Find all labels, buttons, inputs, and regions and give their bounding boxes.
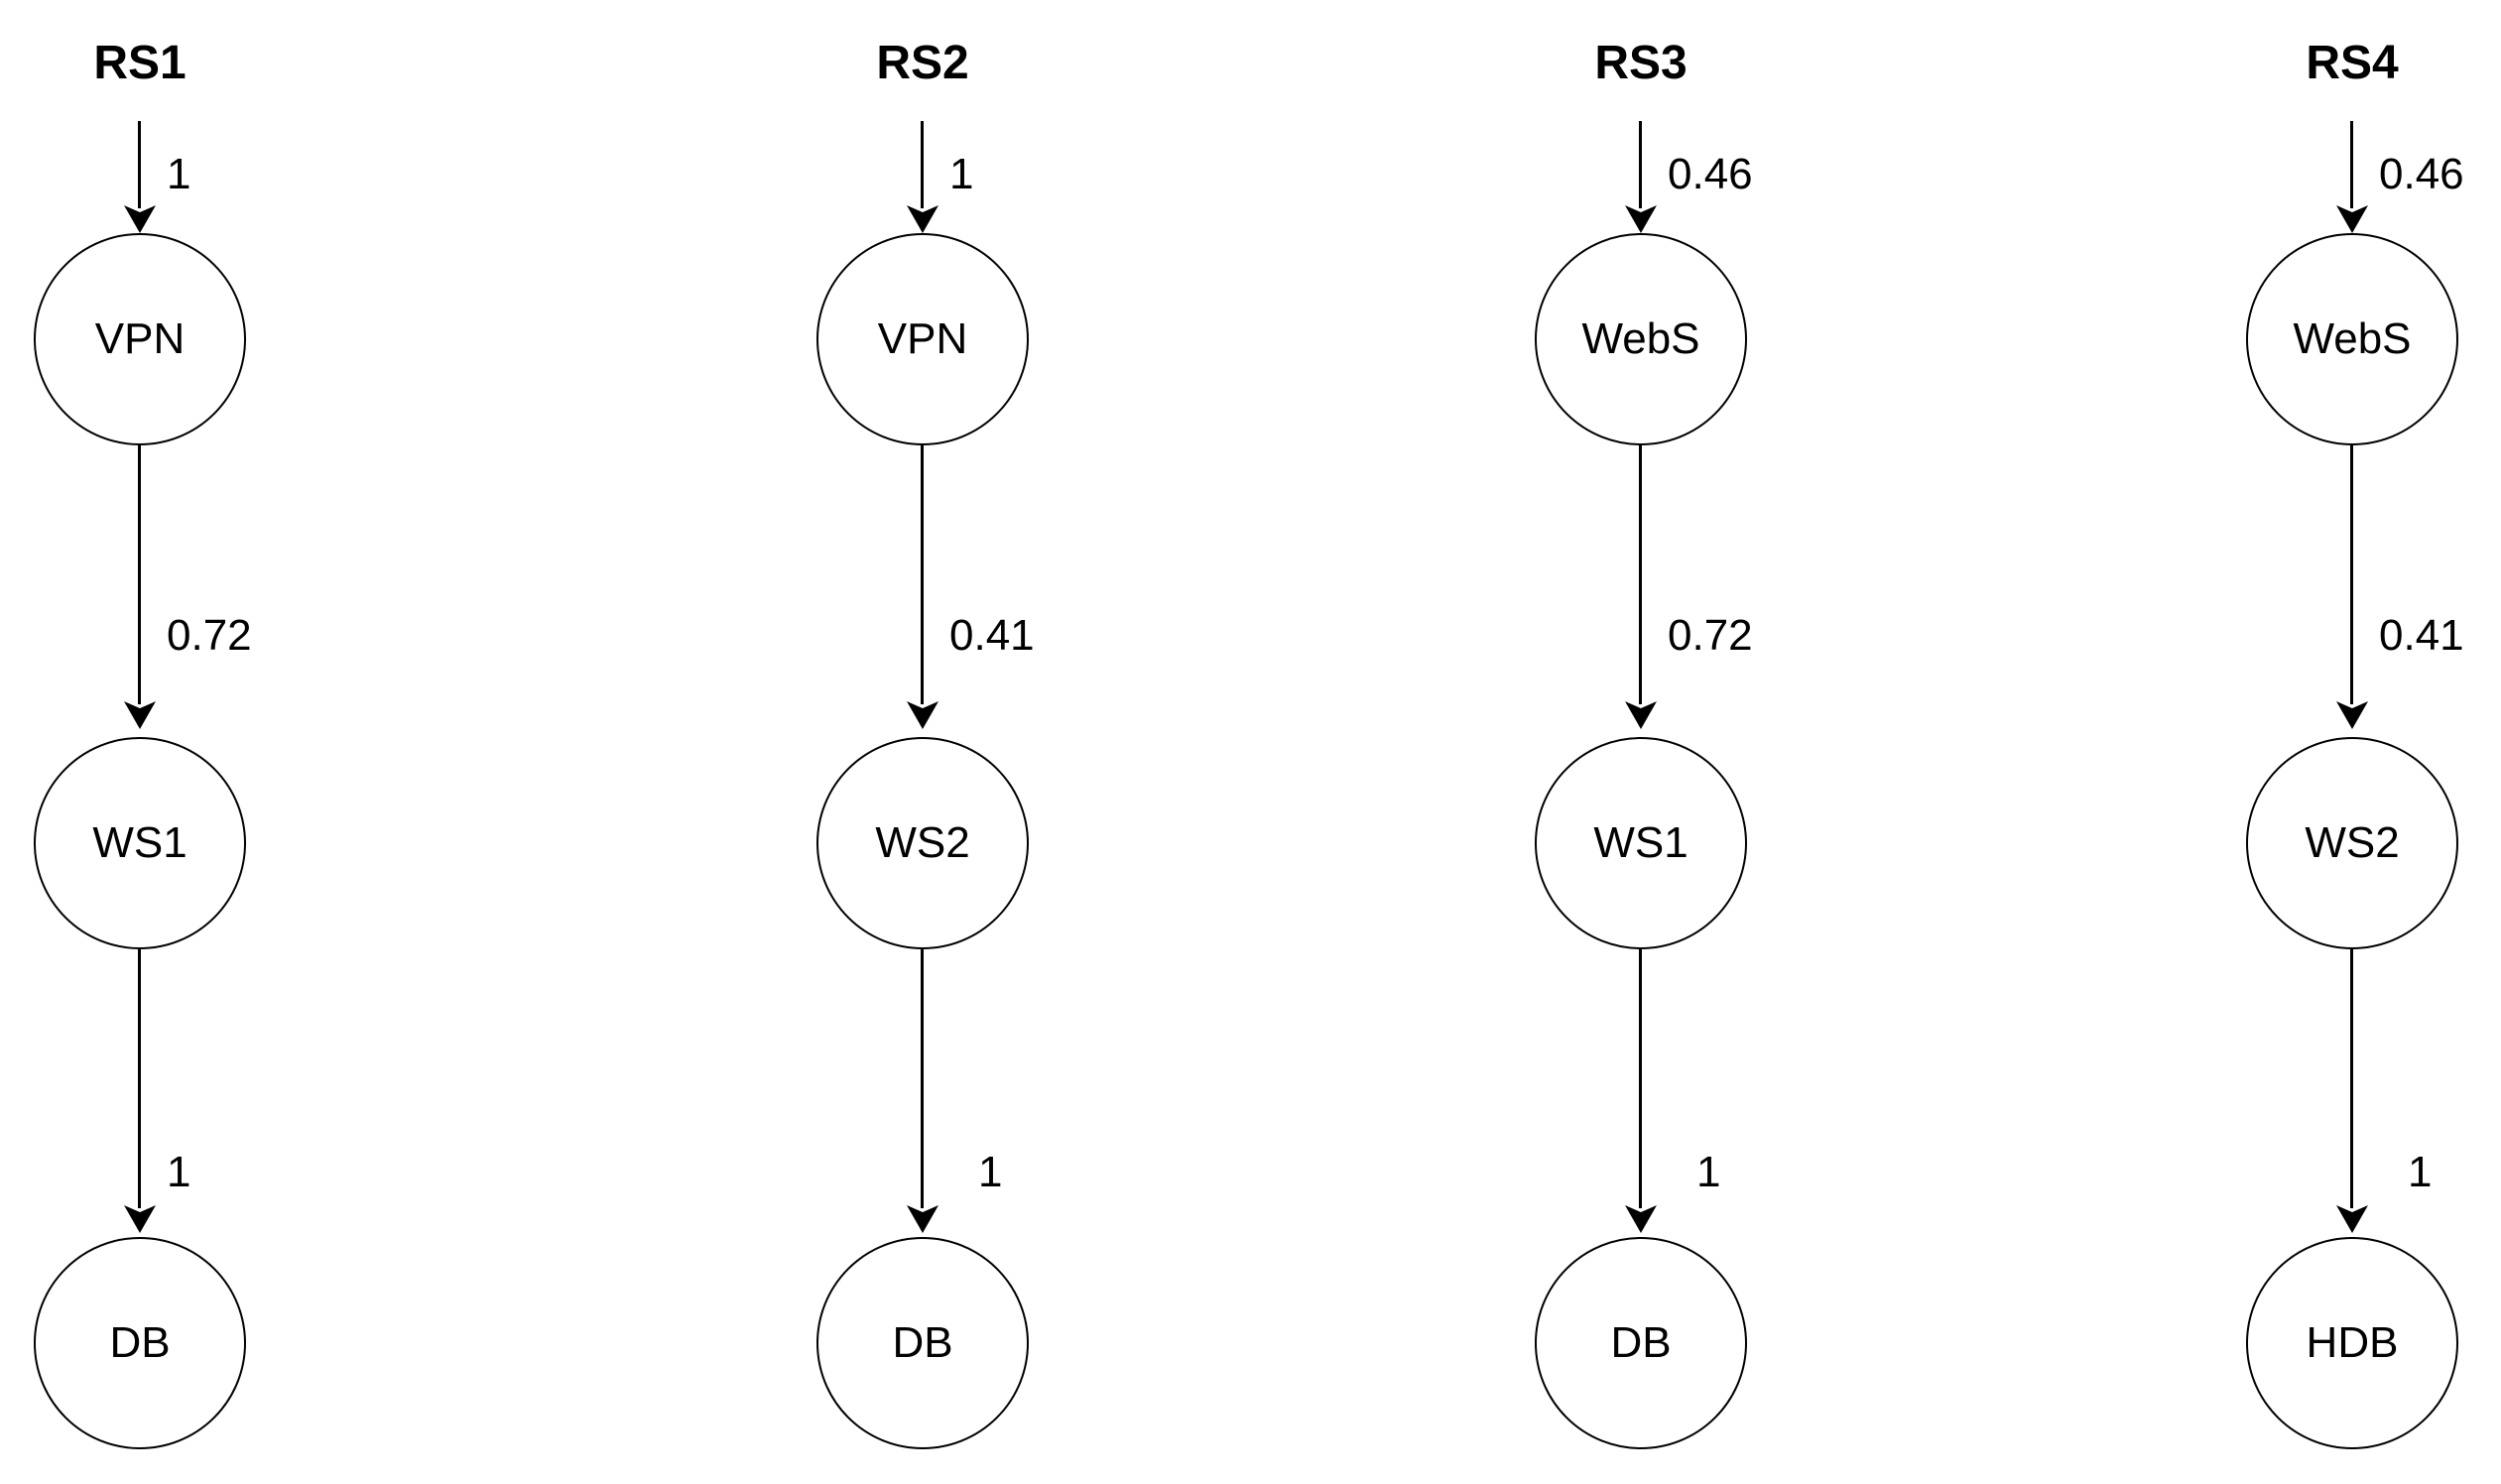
arrowhead-icon [124, 205, 156, 233]
node-label: WS1 [92, 818, 188, 867]
node-label: DB [892, 1318, 953, 1367]
chain-rs1: RS1 1 VPN 0.72 WS1 1 DB [1, 0, 279, 1484]
arrow-line [138, 445, 141, 704]
arrow-line [1639, 949, 1642, 1208]
edge-weight-label: 1 [167, 150, 191, 198]
arrow-line [2350, 949, 2353, 1208]
node-circle: DB [816, 1237, 1029, 1449]
edge-weight-label: 1 [167, 1148, 191, 1196]
chain-rs2: RS2 1 VPN 0.41 WS2 1 DB [784, 0, 1062, 1484]
node-circle: WebS [1535, 233, 1747, 445]
arrow-line [921, 949, 924, 1208]
edge-weight-label: 0.46 [2379, 150, 2464, 198]
node-circle: WS2 [2246, 737, 2458, 949]
node-circle: VPN [816, 233, 1029, 445]
node-label: HDB [2306, 1318, 2399, 1367]
arrow-line [921, 445, 924, 704]
arrowhead-icon [1625, 1205, 1657, 1233]
node-circle: WS1 [1535, 737, 1747, 949]
node-label: WebS [1581, 314, 1700, 363]
node-label: WS2 [2305, 818, 2400, 867]
node-label: WebS [2293, 314, 2412, 363]
arrowhead-icon [2336, 701, 2368, 729]
node-circle: VPN [34, 233, 246, 445]
node-circle: DB [1535, 1237, 1747, 1449]
edge-weight-label: 1 [2408, 1148, 2433, 1196]
arrow-line [138, 121, 141, 208]
edge-weight-label: 0.72 [167, 611, 252, 660]
node-circle: WS2 [816, 737, 1029, 949]
arrowhead-icon [124, 701, 156, 729]
arrow-line [2350, 445, 2353, 704]
node-label: DB [1610, 1318, 1672, 1367]
edge-weight-label: 1 [949, 150, 974, 198]
chain-rs3: RS3 0.46 WebS 0.72 WS1 1 DB [1502, 0, 1780, 1484]
arrow-line [138, 949, 141, 1208]
node-label: WS2 [875, 818, 970, 867]
chain-title: RS2 [876, 37, 969, 89]
node-circle: DB [34, 1237, 246, 1449]
node-label: VPN [94, 314, 186, 363]
node-circle: HDB [2246, 1237, 2458, 1449]
arrowhead-icon [124, 1205, 156, 1233]
chain-title: RS3 [1594, 37, 1688, 89]
arrowhead-icon [907, 205, 938, 233]
edge-weight-label: 1 [978, 1148, 1003, 1196]
arrow-line [1639, 445, 1642, 704]
edge-weight-label: 0.41 [949, 611, 1035, 660]
node-circle: WebS [2246, 233, 2458, 445]
chain-rs4: RS4 0.46 WebS 0.41 WS2 1 HDB [2213, 0, 2491, 1484]
node-circle: WS1 [34, 737, 246, 949]
edge-weight-label: 0.46 [1668, 150, 1753, 198]
arrow-line [1639, 121, 1642, 208]
arrowhead-icon [907, 1205, 938, 1233]
arrow-line [921, 121, 924, 208]
node-label: WS1 [1593, 818, 1688, 867]
edge-weight-label: 0.41 [2379, 611, 2464, 660]
edge-weight-label: 0.72 [1668, 611, 1753, 660]
arrow-line [2350, 121, 2353, 208]
arrowhead-icon [2336, 205, 2368, 233]
arrowhead-icon [1625, 205, 1657, 233]
node-label: DB [109, 1318, 171, 1367]
node-label: VPN [877, 314, 968, 363]
edge-weight-label: 1 [1696, 1148, 1721, 1196]
arrowhead-icon [1625, 701, 1657, 729]
arrowhead-icon [907, 701, 938, 729]
chain-title: RS4 [2306, 37, 2399, 89]
arrowhead-icon [2336, 1205, 2368, 1233]
chain-title: RS1 [93, 37, 187, 89]
